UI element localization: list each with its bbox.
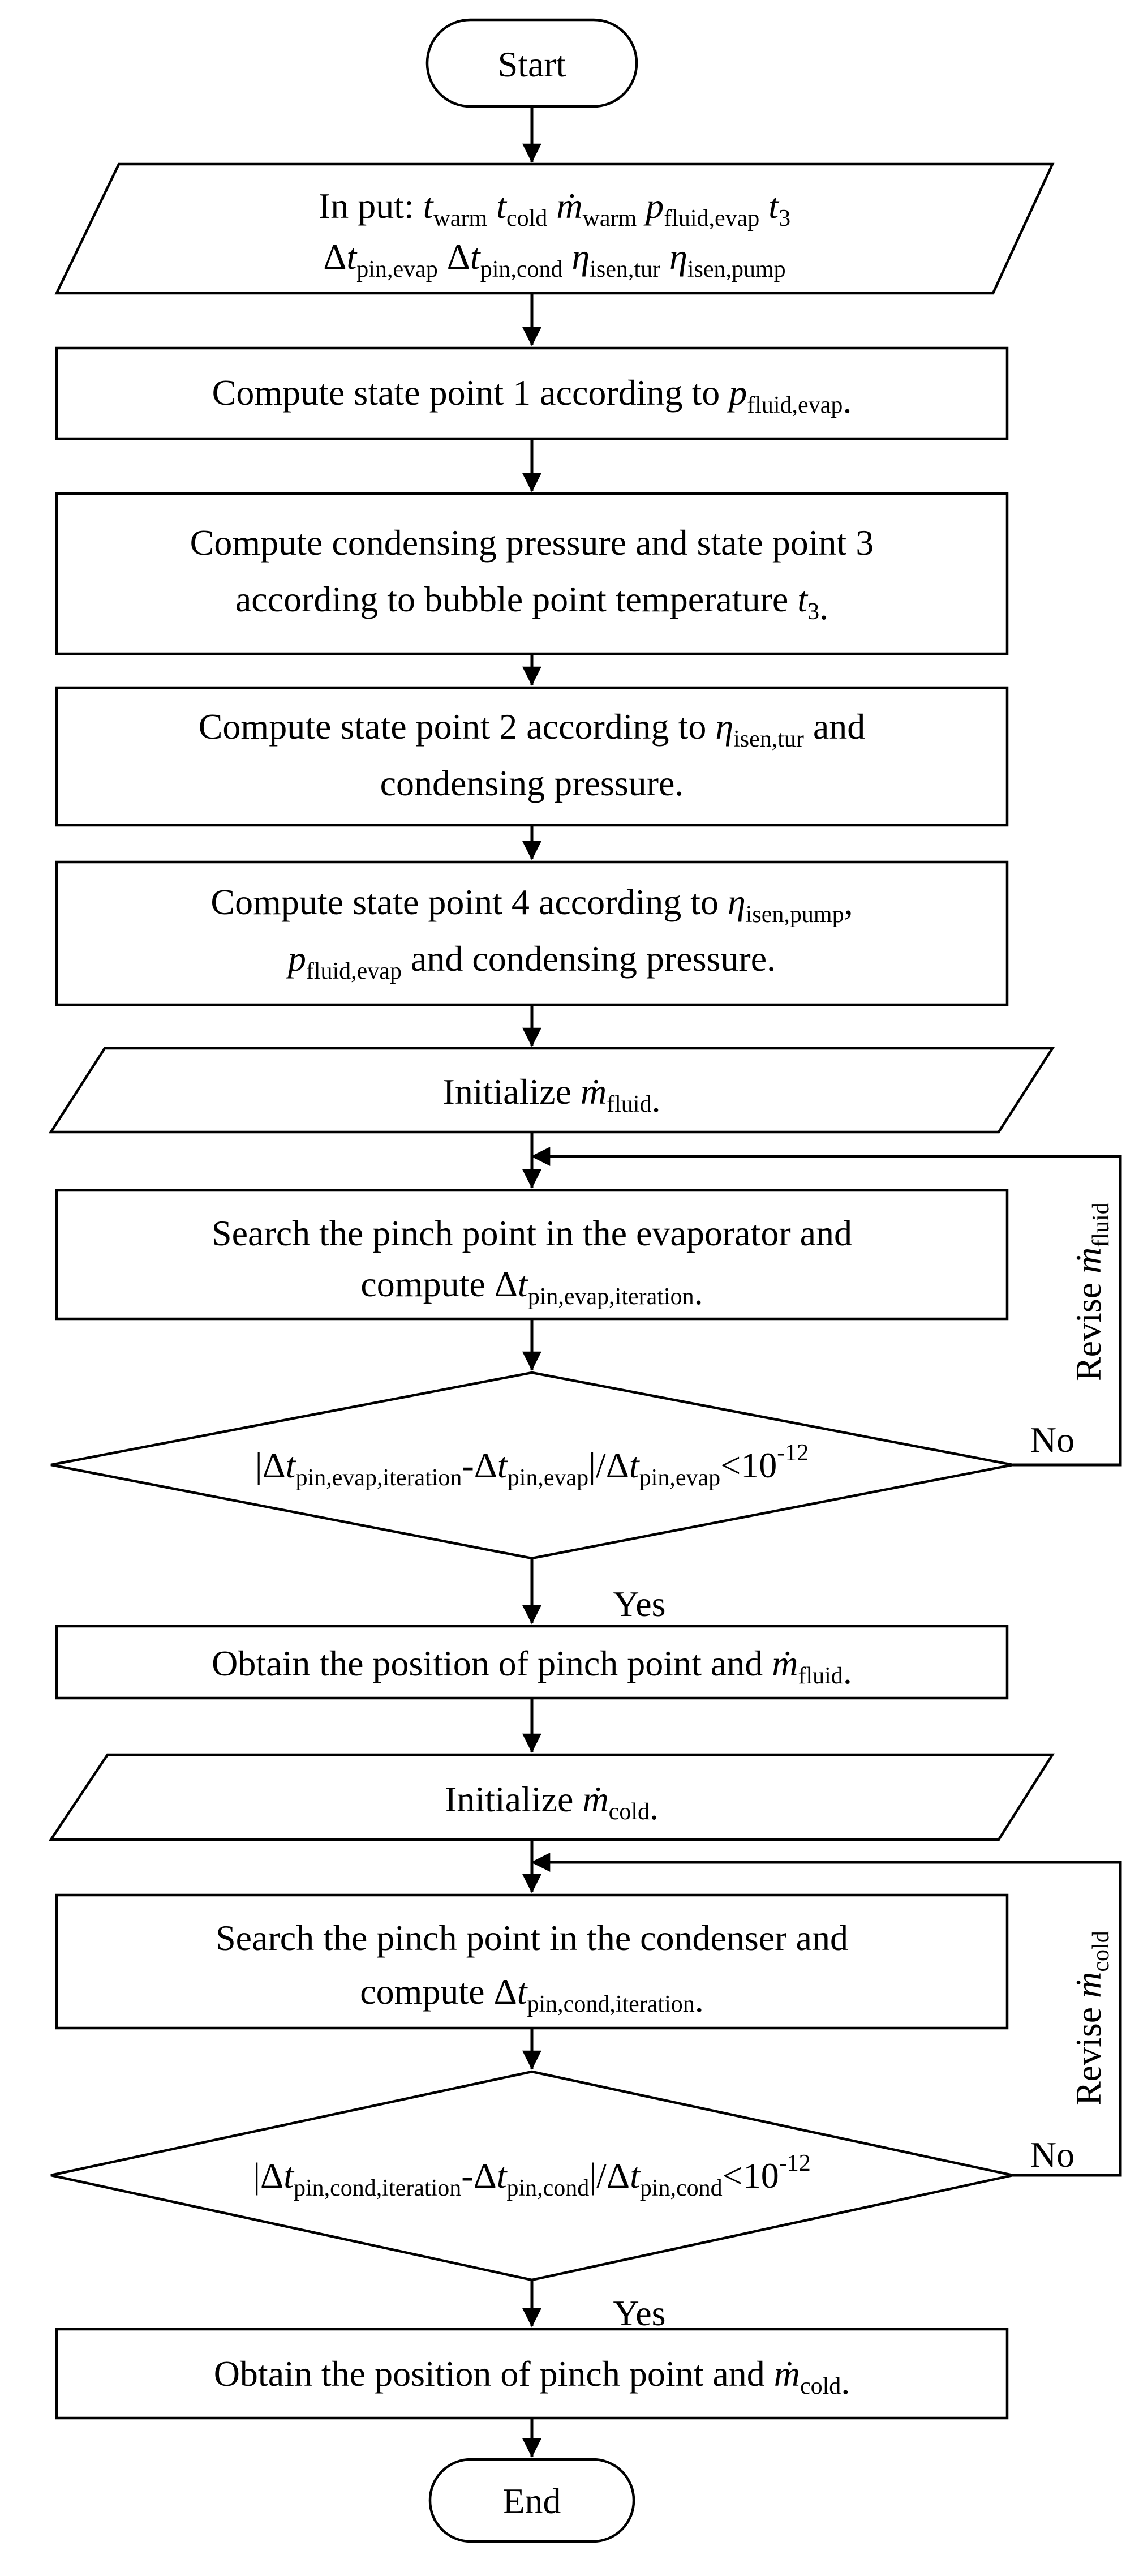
edge-loop-evap-no (531, 1147, 1122, 1467)
obtain-fluid-label: Obtain the position of pinch point and ṁ… (212, 1643, 852, 1691)
init-cold-label: Initialize ṁcold. (445, 1779, 659, 1827)
node-end: End (428, 2458, 635, 2543)
node-obtain-cold: Obtain the position of pinch point and ṁ… (55, 2328, 1009, 2420)
node-check-evap: |Δtpin,evap,iteration-Δtpin,evap|/Δtpin,… (50, 1371, 1013, 1560)
node-search-evap: Search the pinch point in the evaporator… (55, 1189, 1009, 1321)
init-fluid-label: Initialize ṁfluid. (443, 1071, 661, 1120)
step2-line2: condensing pressure. (380, 763, 684, 803)
check-cond-label: |Δtpin,cond,iteration-Δtpin,cond|/Δtpin,… (253, 2150, 811, 2201)
node-search-cond: Search the pinch point in the condenser … (55, 1893, 1009, 2030)
step4-line2: pfluid,evap and condensing pressure. (286, 938, 776, 984)
node-step2: Compute state point 2 according to ηisen… (55, 686, 1009, 827)
edges (522, 106, 1122, 2458)
search-evap-line2: compute Δtpin,evap,iteration. (360, 1264, 703, 1312)
step4-line1: Compute state point 4 according to ηisen… (210, 882, 853, 928)
node-end-label: End (502, 2481, 561, 2521)
search-evap-line1: Search the pinch point in the evaporator… (212, 1213, 852, 1253)
node-start-label: Start (498, 44, 566, 84)
search-cond-line1: Search the pinch point in the condenser … (216, 1918, 848, 1958)
input-line1: In put: twarm tcold ṁwarm pfluid,evap t3 (319, 186, 790, 232)
input-line2: Δtpin,evap Δtpin,cond ηisen,tur ηisen,pu… (323, 237, 785, 282)
edge-loop-cond-no (531, 1853, 1122, 2177)
node-start: Start (425, 18, 638, 108)
node-init-cold: Initialize ṁcold. (48, 1753, 1055, 1841)
obtain-cold-label: Obtain the position of pinch point and ṁ… (214, 2354, 850, 2402)
node-step4: Compute state point 4 according to ηisen… (55, 860, 1009, 1006)
step3-line2: according to bubble point temperature t3… (235, 579, 828, 627)
node-check-cond: |Δtpin,cond,iteration-Δtpin,cond|/Δtpin,… (50, 2070, 1013, 2282)
step3-line1: Compute condensing pressure and state po… (190, 522, 874, 563)
label-revise-fluid: Revise ṁfluid (1068, 1202, 1114, 1381)
node-step1: Compute state point 1 according to pflui… (55, 346, 1009, 440)
step2-line1: Compute state point 2 according to ηisen… (199, 706, 866, 752)
search-cond-line2: compute Δtpin,cond,iteration. (360, 1971, 704, 2020)
node-init-fluid: Initialize ṁfluid. (48, 1047, 1055, 1134)
label-no-cond: No (1030, 2134, 1074, 2175)
label-revise-cold: Revise ṁcold (1068, 1931, 1114, 2106)
label-yes-cond: Yes (613, 2293, 665, 2333)
step1-label: Compute state point 1 according to pflui… (212, 372, 852, 421)
label-yes-evap: Yes (613, 1584, 665, 1624)
node-obtain-fluid: Obtain the position of pinch point and ṁ… (55, 1625, 1009, 1700)
label-no-evap: No (1030, 1420, 1074, 1460)
node-input: In put: twarm tcold ṁwarm pfluid,evap t3… (54, 162, 1055, 295)
check-evap-label: |Δtpin,evap,iteration-Δtpin,evap|/Δtpin,… (255, 1440, 809, 1491)
node-step3: Compute condensing pressure and state po… (55, 492, 1009, 655)
